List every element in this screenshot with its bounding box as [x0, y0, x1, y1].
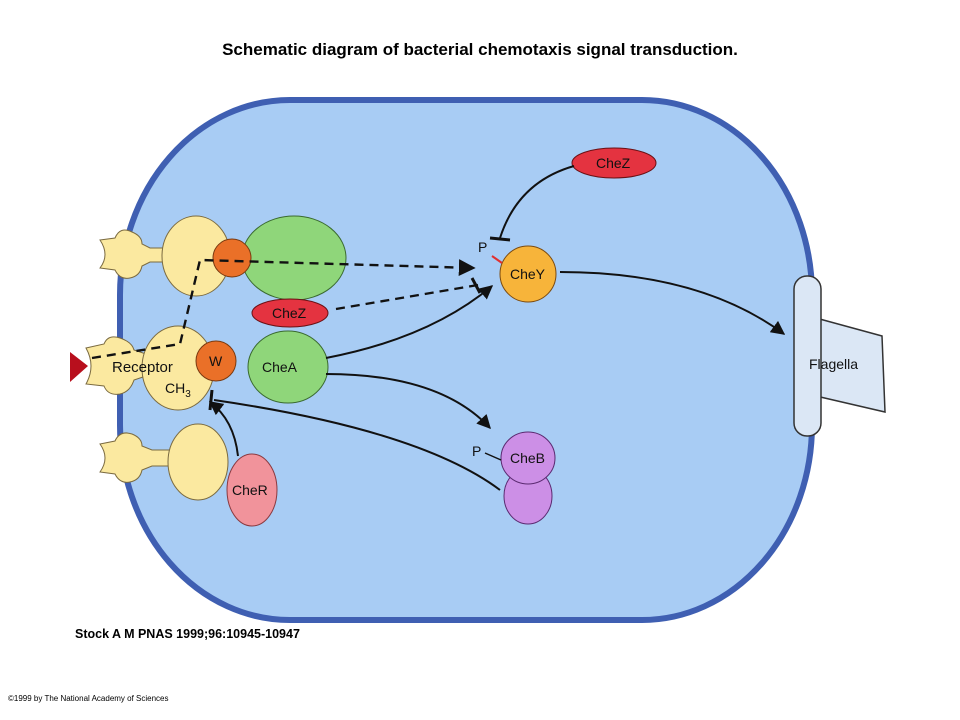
cheb-phospho-bond	[484, 452, 502, 461]
w-top	[212, 238, 252, 278]
cheb-label: CheB	[510, 450, 545, 466]
receptor-top	[99, 215, 231, 297]
citation-text: Stock A M PNAS 1999;96:10945-10947	[75, 627, 300, 641]
chea-to-chey-arrow	[325, 285, 494, 359]
chey-phospho-label: P	[478, 239, 487, 255]
cheb-inhibition-bar	[208, 389, 214, 411]
flagella: Flagella	[793, 275, 886, 437]
receptor-bottom	[99, 423, 229, 501]
chez-top-to-chey	[499, 165, 575, 239]
flagella-label: Flagella	[809, 356, 858, 372]
chea-main	[247, 330, 329, 404]
chea-label: CheA	[262, 359, 298, 375]
chez-top-label: CheZ	[596, 155, 631, 171]
cher-label: CheR	[232, 482, 268, 498]
chey-to-flagella-arrow	[559, 271, 786, 335]
chez-top	[571, 147, 657, 179]
w-main	[195, 340, 237, 382]
ch3-label: CH3	[165, 380, 191, 400]
chea-to-cheb-arrow	[325, 373, 491, 430]
chez-to-chey-dashed	[335, 283, 479, 311]
chea-top	[241, 215, 347, 301]
cheb	[500, 431, 556, 525]
w-label: W	[209, 353, 223, 369]
cher	[226, 453, 278, 527]
chey-phospho-bond	[491, 255, 503, 264]
cher-to-receptor-arrow	[208, 401, 239, 457]
cheb-phospho-label: P	[472, 443, 481, 459]
ligand-triangle	[70, 352, 88, 382]
chey	[499, 245, 557, 303]
diagram-title: Schematic diagram of bacterial chemotaxi…	[222, 40, 738, 59]
chez-middle	[251, 298, 329, 328]
copyright-text: ©1999 by The National Academy of Science…	[8, 694, 169, 703]
chez-top-inhibition-bar	[489, 236, 511, 242]
chez-middle-label: CheZ	[272, 305, 307, 321]
cheb-to-receptor-inhibition	[213, 399, 501, 491]
chey-label: CheY	[510, 266, 546, 282]
receptor-label: Receptor	[112, 359, 173, 376]
receptor-main: Receptor CH3	[85, 325, 215, 411]
